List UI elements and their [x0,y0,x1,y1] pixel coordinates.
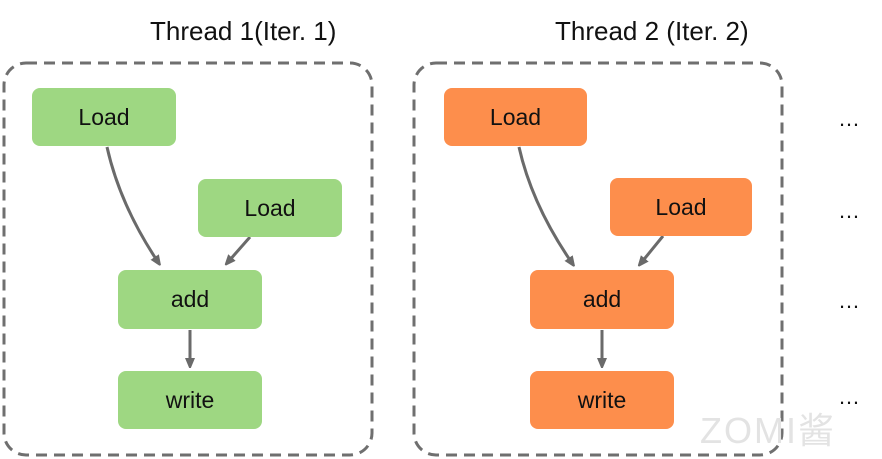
t2-write-label: write [577,386,627,413]
t2-load-node-2: Load [610,178,752,236]
t1-load-2-label: Load [244,194,296,221]
t2-load-2-label: Load [655,193,707,220]
thread-2-title: Thread 2 (Iter. 2) [555,16,749,46]
t1-add-label: add [170,286,210,312]
t1-write-label: write [165,386,215,413]
ellipsis-1: … [838,106,861,131]
ellipsis-3: … [838,288,861,313]
t1-add-node: add [118,270,262,329]
t2-add-label: add [582,286,622,312]
t1-load-node-2: Load [198,179,342,237]
t1-load-node-1: Load [32,88,176,146]
t1-load-1-label: Load [78,103,130,130]
arrow-t2-load-b-to-add [641,235,665,263]
thread-2-box [412,61,784,457]
t2-add-node: add [530,270,674,329]
arrow-t2-load-a-to-add [517,146,572,263]
t2-load-node-1: Load [444,88,587,146]
watermark: ZOMI酱 [700,410,836,451]
thread-1-title: Thread 1(Iter. 1) [150,16,337,46]
t2-load-1-label: Load [489,103,542,130]
arrow-t1-load-a-to-add [105,146,158,262]
thread-1-box [2,61,374,457]
ellipsis-2: … [838,198,861,223]
t1-write-node: write [118,371,262,429]
ellipsis-4: … [838,384,861,409]
t2-write-node: write [530,371,674,429]
arrow-t1-load-b-to-add [228,236,252,262]
